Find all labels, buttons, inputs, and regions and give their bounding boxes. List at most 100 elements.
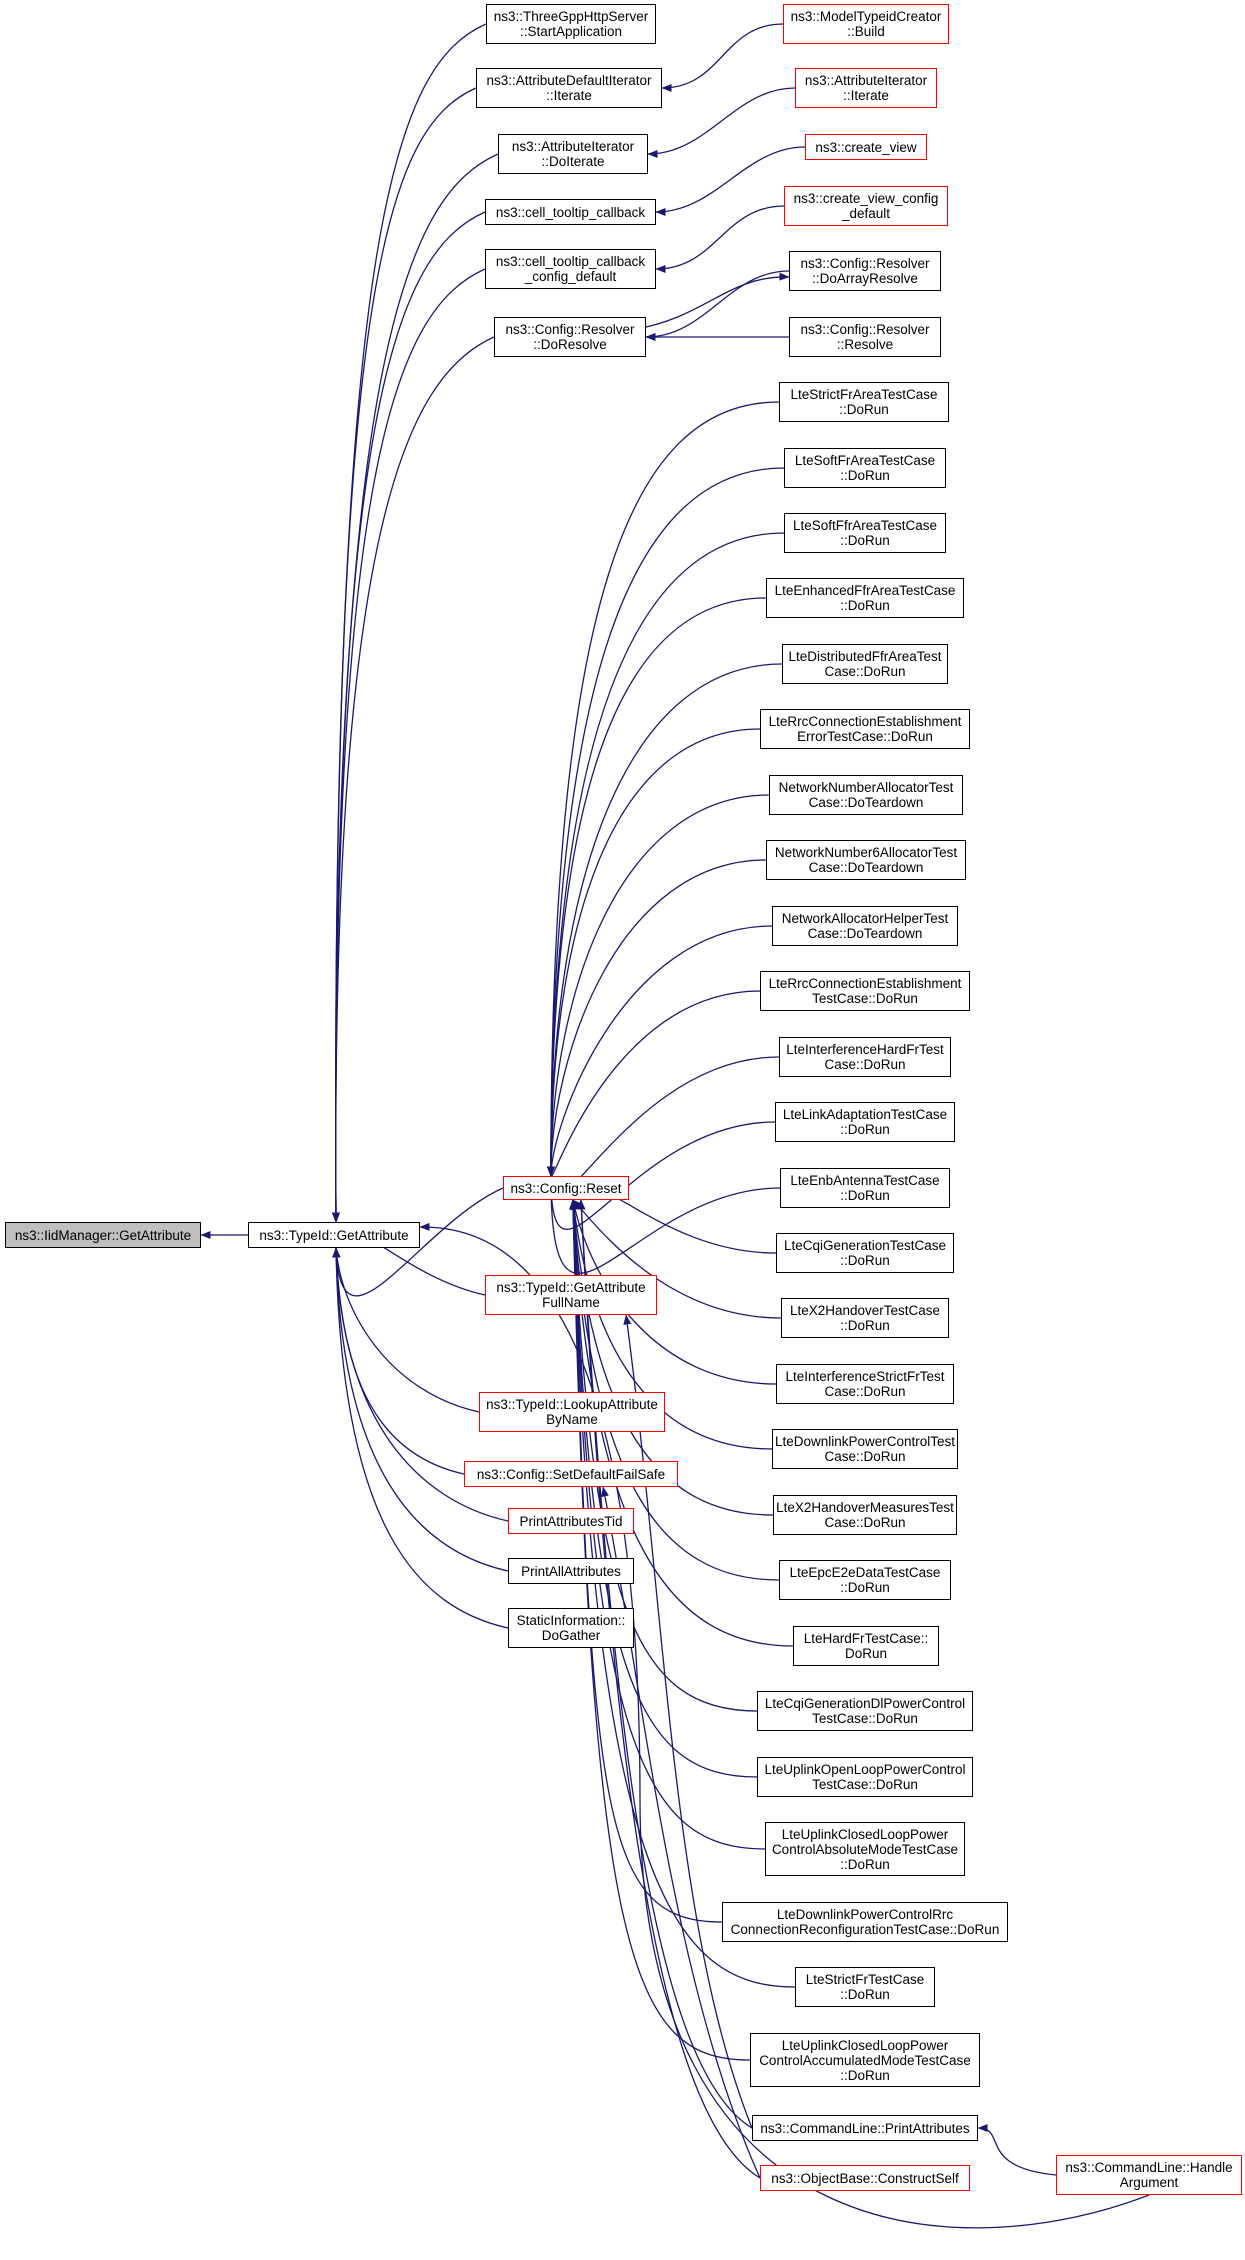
node-label-line: ns3::CommandLine::Handle [1065, 2160, 1233, 2175]
node-label-line: TestCase::DoRun [812, 1711, 918, 1726]
node-label-line: PrintAttributesTid [519, 1513, 623, 1529]
node-label-line: LteX2HandoverMeasuresTest [776, 1500, 954, 1515]
node-label-line: ns3::ObjectBase::ConstructSelf [771, 2170, 959, 2186]
graph-node-t13[interactable]: LteEnbAntennaTestCase::DoRun [780, 1168, 950, 1208]
graph-node-t12[interactable]: LteLinkAdaptationTestCase::DoRun [775, 1102, 955, 1142]
graph-node-create-view[interactable]: ns3::create_view [805, 134, 927, 160]
graph-node-print-attr-tid[interactable]: PrintAttributesTid [508, 1508, 634, 1534]
node-label-line: ::DoRun [840, 1122, 890, 1137]
graph-node-cfg-resolve[interactable]: ns3::Config::Resolver::Resolve [789, 317, 941, 357]
node-label-line: LteDownlinkPowerControlTest [774, 1434, 956, 1449]
node-label-line: ns3::cell_tooltip_callback [495, 254, 646, 269]
edge-attriter-iter-to-attriter-doit [647, 87, 796, 158]
node-label-line: ns3::TypeId::GetAttribute [496, 1280, 646, 1295]
node-label-line: ByName [546, 1412, 598, 1427]
node-label-line: ns3::create_view [815, 139, 917, 155]
graph-node-attriter-iter[interactable]: ns3::AttributeIterator::Iterate [795, 68, 937, 108]
graph-node-t04[interactable]: LteEnhancedFfrAreaTestCase::DoRun [766, 578, 964, 618]
edge-t20-to-reset [569, 1199, 794, 1647]
edge-t10-to-reset [546, 990, 761, 1186]
node-label-line: NetworkNumberAllocatorTest [778, 780, 954, 795]
node-label-line: ns3::Config::Resolver [505, 322, 635, 337]
graph-node-cfg-doresolve[interactable]: ns3::Config::Resolver::DoResolve [494, 317, 646, 357]
edge-cfg-doresolve-to-typeid [331, 336, 495, 1223]
graph-node-t25[interactable]: LteStrictFrTestCase::DoRun [795, 1967, 935, 2007]
edge-t05-to-reset [546, 663, 783, 1177]
graph-node-threegpp[interactable]: ns3::ThreeGppHttpServer::StartApplicatio… [486, 4, 656, 44]
node-label-line: ns3::TypeId::LookupAttribute [486, 1397, 658, 1412]
node-label-line: ns3::TypeId::GetAttribute [259, 1227, 409, 1243]
graph-node-t01[interactable]: LteStrictFrAreaTestCase::DoRun [779, 382, 949, 422]
graph-node-static-info[interactable]: StaticInformation::DoGather [508, 1608, 634, 1648]
graph-node-t14[interactable]: LteCqiGenerationTestCase::DoRun [776, 1233, 954, 1273]
typeid-getattribute-node[interactable]: ns3::TypeId::GetAttribute [248, 1222, 420, 1248]
graph-node-create-view-cfg[interactable]: ns3::create_view_config_default [784, 186, 948, 226]
graph-node-model-typeid[interactable]: ns3::ModelTypeidCreator::Build [783, 4, 949, 44]
node-label-line: Case::DoRun [824, 1057, 906, 1072]
node-label-line: Case::DoTeardown [808, 795, 924, 810]
node-label-line: NetworkNumber6AllocatorTest [774, 845, 958, 860]
edge-t01-to-reset [546, 401, 780, 1177]
edge-t13-to-reset [546, 1175, 781, 1274]
node-label-line: ::DoRun [840, 598, 890, 613]
edge-model-typeid-to-attrdefiter [661, 23, 784, 92]
graph-node-cell-tooltip-cfg[interactable]: ns3::cell_tooltip_callback_config_defaul… [485, 249, 656, 289]
node-label-line: Case::DoRun [824, 1384, 906, 1399]
graph-node-t20[interactable]: LteHardFrTestCase::DoRun [793, 1626, 939, 1666]
edge-lookup-attr-to-typeid [332, 1247, 480, 1413]
node-label-line: _default [841, 206, 891, 221]
node-label-line: Argument [1119, 2175, 1179, 2190]
edge-threegpp-to-typeid [331, 23, 487, 1223]
node-label-line: ns3::Config::Resolver [800, 256, 930, 271]
edge-cfg-reset-to-typeid [331, 1187, 504, 1297]
edge-attrdefiter-to-typeid [331, 87, 477, 1223]
node-label-line: Case::DoTeardown [807, 926, 923, 941]
graph-node-attriter-doit[interactable]: ns3::AttributeIterator::DoIterate [498, 134, 648, 174]
node-label-line: ::DoRun [840, 1253, 890, 1268]
graph-node-cmd-print[interactable]: ns3::CommandLine::PrintAttributes [752, 2115, 978, 2141]
node-label-line: LteStrictFrTestCase [805, 1972, 925, 1987]
node-label-line: LteDistributedFfrAreaTest [788, 649, 942, 664]
graph-node-cfg-doarray[interactable]: ns3::Config::Resolver::DoArrayResolve [789, 251, 941, 291]
graph-node-t03[interactable]: LteSoftFfrAreaTestCase::DoRun [784, 513, 946, 553]
graph-node-t15[interactable]: LteX2HandoverTestCase::DoRun [781, 1298, 949, 1338]
edge-t11-to-reset [546, 1056, 780, 1196]
node-label-line: LteInterferenceHardFrTest [786, 1042, 944, 1057]
graph-node-cfg-reset[interactable]: ns3::Config::Reset [503, 1176, 629, 1200]
graph-node-t02[interactable]: LteSoftFrAreaTestCase::DoRun [784, 448, 946, 488]
node-label-line: TestCase::DoRun [812, 991, 918, 1006]
node-label-line: LteCqiGenerationTestCase [783, 1238, 947, 1253]
graph-node-t19[interactable]: LteEpcE2eDataTestCase::DoRun [779, 1560, 951, 1600]
graph-node-cell-tooltip[interactable]: ns3::cell_tooltip_callback [485, 199, 656, 225]
edge-objbase-to-failsafe [601, 1486, 761, 2179]
graph-node-attrdefiter[interactable]: ns3::AttributeDefaultIterator::Iterate [476, 68, 662, 108]
edge-t03-to-reset [546, 532, 785, 1177]
edge-print-all-attr-to-typeid [332, 1247, 509, 1572]
graph-node-print-all-attr[interactable]: PrintAllAttributes [508, 1558, 634, 1584]
graph-node-setdefault-failsafe[interactable]: ns3::Config::SetDefaultFailSafe [464, 1461, 678, 1487]
node-label-line: LteHardFrTestCase:: [803, 1631, 929, 1646]
node-label-line: ErrorTestCase::DoRun [797, 729, 933, 744]
graph-node-objbase-construct[interactable]: ns3::ObjectBase::ConstructSelf [760, 2165, 970, 2191]
edge-cell-tooltip-cfg-to-typeid [331, 268, 486, 1223]
node-label-line: ::DoRun [840, 533, 890, 548]
node-label-line: ConnectionReconfigurationTestCase::DoRun [730, 1922, 1000, 1937]
